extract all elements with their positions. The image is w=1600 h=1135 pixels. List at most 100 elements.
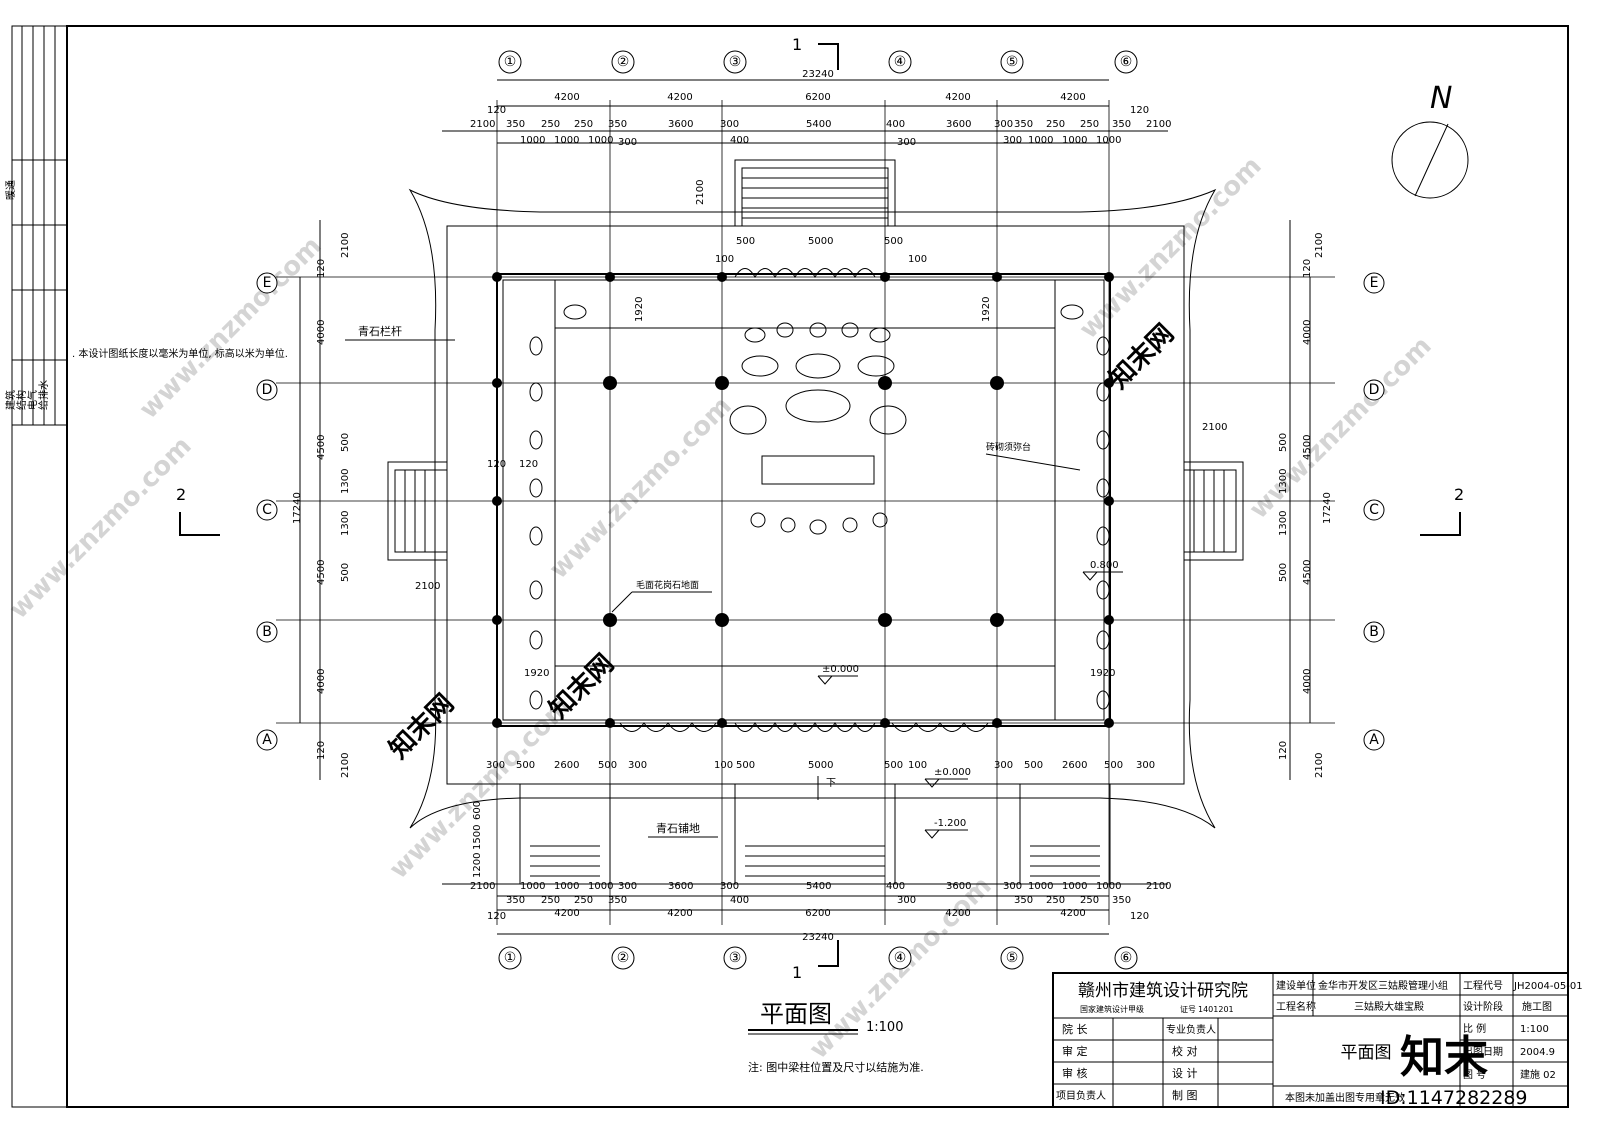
dim-value: 350: [1112, 895, 1131, 906]
stamp-label: 电气: [26, 390, 39, 410]
dim-value: 4000: [316, 320, 327, 345]
dim-value: 3600: [946, 119, 971, 130]
platform-outline: [408, 188, 1217, 829]
dim-value: 2100: [340, 233, 351, 258]
project-label: 工程名称: [1276, 1000, 1316, 1013]
client-name: 金华市开发区三姑殿管理小组: [1318, 979, 1448, 992]
axis-bubble-label: ⑥: [1120, 950, 1133, 966]
dim-value: 120: [316, 741, 327, 760]
dim-value: 5400: [806, 119, 831, 130]
axis-bubble-label: A: [262, 732, 272, 748]
axis-bubble-label: C: [262, 502, 272, 518]
stamp-label: 暖通: [4, 180, 17, 200]
plan-scale: 1:100: [866, 1020, 903, 1035]
dim-value: 120: [316, 259, 327, 278]
dim-value: 120: [1278, 741, 1289, 760]
dim-inner: 1920: [524, 668, 549, 679]
dim-inner: 120: [519, 459, 538, 470]
sumeru-platform-edge: [554, 280, 1056, 329]
dim-value: 250: [541, 119, 560, 130]
plan-title: 平面图: [760, 1000, 832, 1028]
hall-wall-inner: [502, 279, 1105, 721]
dim-value: 2100: [1146, 881, 1171, 892]
dim-value: 350: [506, 895, 525, 906]
dim-value: 1500: [472, 825, 483, 850]
dim-edge: 120: [1130, 911, 1149, 922]
dim-bay: 4200: [945, 92, 970, 103]
dim-stair-depth: 2100: [415, 581, 440, 592]
cert-label: 证号: [1180, 1005, 1196, 1014]
dim-value: 1300: [340, 511, 351, 536]
label-paving: 青石铺地: [656, 822, 700, 835]
axis-bubble-label: E: [263, 275, 272, 291]
dim-value: 300: [720, 881, 739, 892]
axis-bubble-label: ①: [504, 950, 517, 966]
dim-value: 100: [908, 760, 927, 771]
logo-watermark: 知末: [1400, 1032, 1488, 1083]
dim-value: 2600: [1062, 760, 1087, 771]
dim-value: 1000: [1096, 881, 1121, 892]
institute-grade: 国家建筑设计甲级: [1080, 1004, 1144, 1014]
axis-bubble-label: D: [1369, 382, 1380, 398]
annotations: 青石栏杆 砖砌须弥台 毛面花岗石地面 青石铺地 0.800 ±0.000 ±0.…: [345, 324, 1123, 839]
dim-stair-depth: 2100: [1202, 422, 1227, 433]
dim-bay: 4200: [1060, 92, 1085, 103]
stage-value: 施工图: [1522, 1000, 1552, 1013]
inner-frame: [66, 25, 1569, 1108]
label-railing: 青石栏杆: [358, 324, 402, 338]
axis-bubble-label: C: [1369, 502, 1379, 518]
dim-bay: 4200: [667, 908, 692, 919]
axis-bubble-label: ⑥: [1120, 54, 1133, 70]
dim-value: 1000: [554, 135, 579, 146]
dim-value: 2100: [1146, 119, 1171, 130]
dim-value: 4000: [316, 669, 327, 694]
dim-value: 250: [574, 895, 593, 906]
dim-value: 500: [340, 563, 351, 582]
dim-value: 1000: [1062, 881, 1087, 892]
dim-value: 300: [618, 881, 637, 892]
role-label: 审 定: [1062, 1044, 1088, 1058]
stair-direction-label: 下: [826, 778, 836, 789]
role-label: 院 长: [1062, 1022, 1088, 1036]
dim-inner: 1920: [634, 297, 645, 322]
dim-value: 300: [1136, 760, 1155, 771]
stamp-label: 结构: [15, 390, 28, 410]
dim-value: 300: [897, 137, 916, 148]
side-dimensions: 2100 120 4000 4500 500 1300 1300 500 450…: [292, 233, 1333, 778]
dim-value: 2600: [554, 760, 579, 771]
label-floor: 毛面花岗石地面: [636, 579, 699, 591]
axis-bubble-label: ①: [504, 54, 517, 70]
dim-edge: 120: [1130, 105, 1149, 116]
dim-value: 400: [886, 881, 905, 892]
dim-value: 300: [628, 760, 647, 771]
elevation-label: -1.200: [934, 818, 966, 829]
dim-total-side: 17240: [1322, 492, 1333, 524]
watermark-text: www.znzmo.com: [134, 231, 328, 425]
front-dimensions: 300 500 2600 500 300 100 500 5000 500 10…: [472, 760, 1155, 878]
dim-value: 500: [884, 760, 903, 771]
dim-bay: 4200: [554, 92, 579, 103]
dim-bay: 6200: [805, 908, 830, 919]
role-label: 设 计: [1172, 1067, 1198, 1080]
axis-bubble-label: ③: [729, 54, 742, 70]
dim-value: 1000: [588, 135, 613, 146]
axis-bubble-label: B: [1369, 624, 1379, 640]
dim-value: 300: [897, 895, 916, 906]
dim-value: 500: [736, 760, 755, 771]
id-watermark: ID:1147282289: [1380, 1087, 1528, 1109]
north-arrow-icon: N: [1391, 81, 1469, 199]
brand-watermark-text: 知末网: [1104, 319, 1180, 395]
stamp-label: 建筑: [4, 390, 17, 410]
axis-bubble-label: B: [262, 624, 272, 640]
top-dimensions: 23240 4200 4200 6200 4200 4200 120 120 2…: [470, 69, 1171, 265]
axis-bubble-label: ③: [729, 950, 742, 966]
code-label: 工程代号: [1463, 980, 1503, 992]
dim-value: 350: [608, 119, 627, 130]
axis-bubble-label: ⑤: [1006, 54, 1019, 70]
watermark-text: www.znzmo.com: [1074, 151, 1268, 345]
unit-note: . 本设计图纸长度以毫米为单位, 标高以米为单位.: [72, 347, 288, 360]
dim-value: 350: [506, 119, 525, 130]
dim-value: 4500: [316, 435, 327, 460]
dim-value: 300: [1003, 135, 1022, 146]
dim-value: 2100: [1314, 233, 1325, 258]
